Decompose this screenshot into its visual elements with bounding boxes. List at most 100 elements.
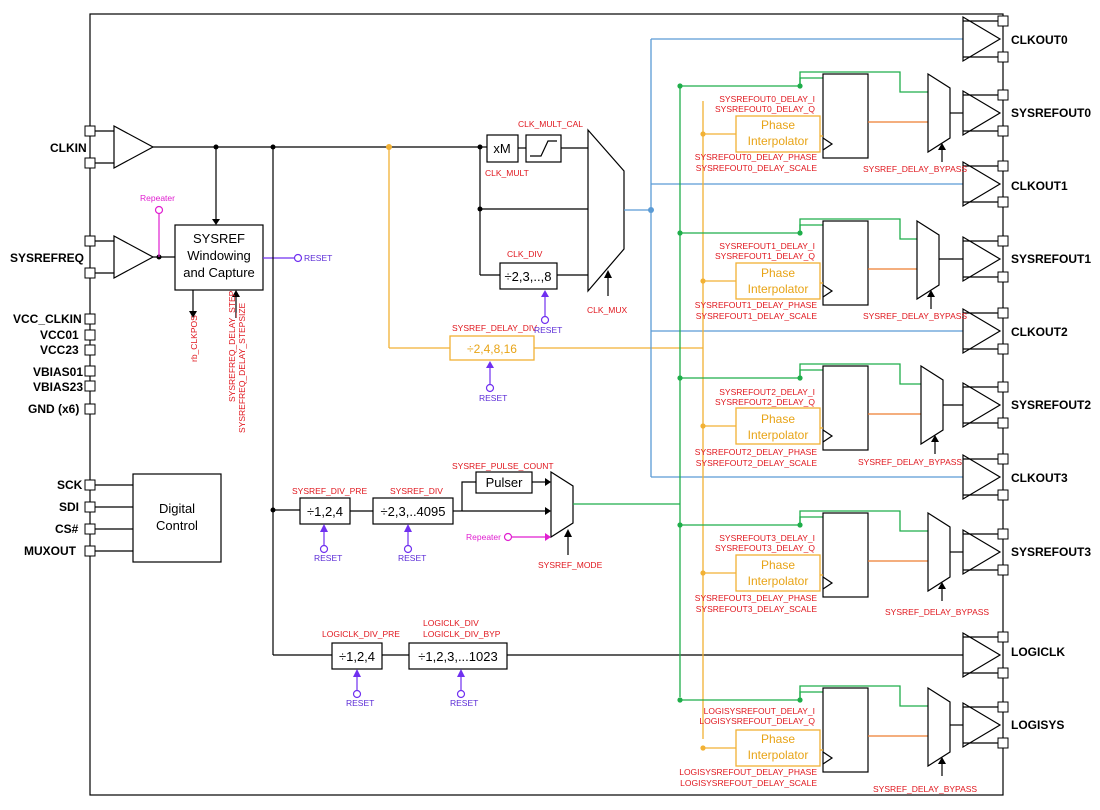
- d2-q-label: SYSREFOUT2_DELAY_Q: [715, 397, 815, 407]
- pi0-phase: Phase: [761, 118, 795, 132]
- out-label-clkout3: CLKOUT3: [1011, 471, 1068, 485]
- clkin-label: CLKIN: [50, 141, 87, 155]
- sck-label: SCK: [57, 478, 83, 492]
- phase-interpolator-sysrefout3: [735, 554, 821, 592]
- vbias01-label: VBIAS01: [33, 365, 83, 379]
- clk-mux-label: CLK_MUX: [587, 305, 627, 315]
- reset-label-win: RESET: [304, 253, 332, 263]
- bypass-label-0: SYSREF_DELAY_BYPASS: [863, 164, 967, 174]
- driver-clkout2: [962, 307, 1009, 355]
- logiclk-div-label: LOGICLK_DIV: [423, 618, 479, 628]
- gnd-label: GND (x6): [28, 402, 79, 416]
- d3-q-label: SYSREFOUT3_DELAY_Q: [715, 543, 815, 553]
- driver-clkout1: [962, 160, 1009, 208]
- logiclk-divider-chain: [331, 642, 963, 699]
- driver-clkout3: [962, 453, 1009, 501]
- phase-interpolator-logisys: [735, 729, 821, 767]
- vcc-clkin-label: VCC_CLKIN: [13, 312, 82, 326]
- output-drivers: [962, 15, 1009, 749]
- bypass-mux-sysrefout2: [920, 364, 944, 446]
- bypass-label-2: SYSREF_DELAY_BYPASS: [858, 457, 962, 467]
- reset-label-clkdiv: RESET: [534, 325, 562, 335]
- pi2-interp: Interpolator: [748, 428, 809, 442]
- out-label-sysrefout0: SYSREFOUT0: [1011, 106, 1091, 120]
- bypass-label-l: SYSREF_DELAY_BYPASS: [873, 784, 977, 794]
- sysref-delay-div-block: ÷2,4,8,16: [467, 342, 517, 356]
- out-label-clkout0: CLKOUT0: [1011, 33, 1068, 47]
- pulser-block: Pulser: [486, 475, 524, 490]
- dl-phase-label: LOGISYSREFOUT_DELAY_PHASE: [679, 767, 817, 777]
- logiclk-div-pre-block: ÷1,2,4: [339, 649, 375, 664]
- pi1-phase: Phase: [761, 266, 795, 280]
- d3-scale-label: SYSREFOUT3_DELAY_SCALE: [696, 604, 818, 614]
- sysref-distribution-bus: [573, 85, 681, 697]
- out-label-clkout1: CLKOUT1: [1011, 179, 1068, 193]
- sysref-pulse-count-label: SYSREF_PULSE_COUNT: [452, 461, 554, 471]
- bypass-mux-sysrefout0: [927, 72, 951, 154]
- bypass-mux-sysrefout1: [916, 219, 940, 301]
- vcc01-label: VCC01: [40, 328, 79, 342]
- xm-block: xM: [493, 141, 510, 156]
- pi3-interp: Interpolator: [748, 574, 809, 588]
- driver-logisys: [962, 701, 1009, 749]
- vcc23-label: VCC23: [40, 343, 79, 357]
- reset-label-div: RESET: [398, 553, 426, 563]
- driver-sysrefout0: [962, 89, 1009, 137]
- digital-control-line2: Control: [156, 518, 198, 533]
- pil-interp: Interpolator: [748, 748, 809, 762]
- pi3-phase: Phase: [761, 558, 795, 572]
- channel-sysrefout3: [677, 510, 963, 601]
- d3-i-label: SYSREFOUT3_DELAY_I: [719, 533, 815, 543]
- d1-scale-label: SYSREFOUT1_DELAY_SCALE: [696, 311, 818, 321]
- d2-phase-label: SYSREFOUT2_DELAY_PHASE: [695, 447, 818, 457]
- d1-phase-label: SYSREFOUT1_DELAY_PHASE: [695, 300, 818, 310]
- bypass-label-3: SYSREF_DELAY_BYPASS: [885, 607, 989, 617]
- vbias23-label: VBIAS23: [33, 380, 83, 394]
- pil-phase: Phase: [761, 732, 795, 746]
- cs-label: CS#: [55, 522, 79, 536]
- input-pins: [84, 125, 96, 557]
- sysref-div-block: ÷2,3,..4095: [381, 504, 446, 519]
- d0-i-label: SYSREFOUT0_DELAY_I: [719, 94, 815, 104]
- driver-logiclk: [962, 631, 1009, 679]
- clkin-buffer: [95, 124, 480, 170]
- sysrefreq-label: SYSREFREQ: [10, 251, 84, 265]
- sysref-divider-chain: [299, 470, 574, 555]
- dl-q-label: LOGISYSREFOUT_DELAY_Q: [699, 716, 815, 726]
- bypass-label-1: SYSREF_DELAY_BYPASS: [863, 311, 967, 321]
- logiclk-div-block: ÷1,2,3,...1023: [418, 649, 497, 664]
- d1-q-label: SYSREFOUT1_DELAY_Q: [715, 251, 815, 261]
- sysref-mode-label: SYSREF_MODE: [538, 560, 603, 570]
- out-label-sysrefout1: SYSREFOUT1: [1011, 252, 1091, 266]
- clk-mult-label: CLK_MULT: [485, 168, 529, 178]
- driver-sysrefout2: [962, 381, 1009, 429]
- sysrefreq-delay-stepsize-label: SYSREFREQ_DELAY_STEPSIZE: [237, 302, 247, 433]
- dl-i-label: LOGISYSREFOUT_DELAY_I: [704, 706, 815, 716]
- sysref-div-label: SYSREF_DIV: [390, 486, 443, 496]
- channel-sysrefout2: [677, 363, 963, 454]
- out-label-clkout2: CLKOUT2: [1011, 325, 1068, 339]
- pi2-phase: Phase: [761, 412, 795, 426]
- reset-label-logidiv: RESET: [450, 698, 478, 708]
- sysrefout-channels: [677, 71, 963, 776]
- sysref-delay-path: [386, 144, 703, 393]
- clk-mux-section: [477, 128, 625, 325]
- muxout-label: MUXOUT: [24, 544, 77, 558]
- out-label-sysrefout3: SYSREFOUT3: [1011, 545, 1091, 559]
- d0-phase-label: SYSREFOUT0_DELAY_PHASE: [695, 152, 818, 162]
- sdi-label: SDI: [59, 500, 79, 514]
- channel-sysrefout0: [677, 71, 963, 162]
- latch-sysrefout3: [822, 512, 869, 598]
- latch-sysrefout2: [822, 365, 869, 451]
- driver-sysrefout3: [962, 528, 1009, 576]
- sysref-win-line3: and Capture: [183, 265, 255, 280]
- sysref-div-pre-block: ÷1,2,4: [307, 504, 343, 519]
- logiclk-div-byp-label: LOGICLK_DIV_BYP: [423, 629, 501, 639]
- sysrefreq-buffer: [95, 205, 175, 280]
- latch-logisys: [822, 687, 869, 773]
- sysref-div-pre-label: SYSREF_DIV_PRE: [292, 486, 367, 496]
- pi0-interp: Interpolator: [748, 134, 809, 148]
- out-label-logisys: LOGISYS: [1011, 718, 1064, 732]
- d2-scale-label: SYSREFOUT2_DELAY_SCALE: [696, 458, 818, 468]
